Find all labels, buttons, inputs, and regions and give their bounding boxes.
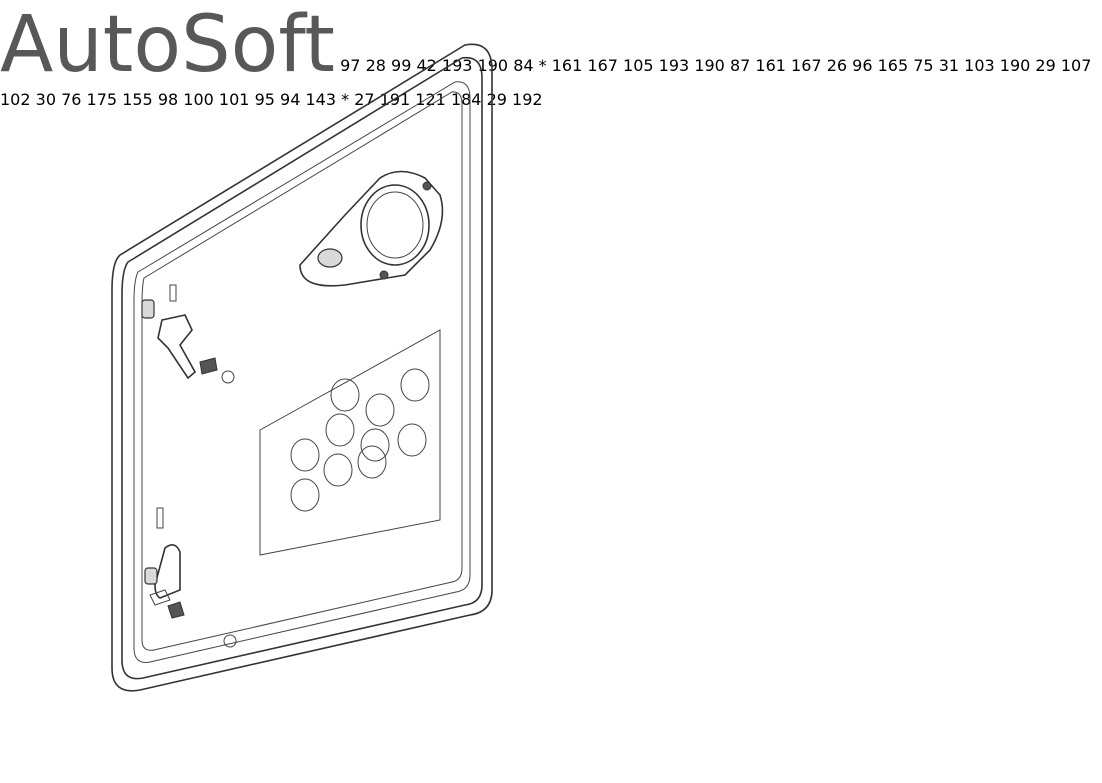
callout-42: 42 xyxy=(416,56,437,75)
callout-29-top: 29 xyxy=(1035,56,1056,75)
callout-asterisk-right: * xyxy=(341,90,350,109)
callout-105: 105 xyxy=(623,56,654,75)
callout-84: 84 xyxy=(513,56,534,75)
callout-107: 107 xyxy=(1060,56,1092,75)
callout-143: 143 xyxy=(305,90,337,109)
callout-167-top: 167 xyxy=(587,56,618,75)
callout-184: 184 xyxy=(450,90,482,109)
callout-190-bottom: 190 xyxy=(694,56,725,75)
callout-167-bottom: 167 xyxy=(791,56,822,75)
watermark: AutoSoft xyxy=(0,0,336,90)
callout-103: 103 xyxy=(964,56,995,75)
callout-100: 100 xyxy=(183,90,214,109)
upper-latch xyxy=(141,284,235,384)
callout-99: 99 xyxy=(391,56,412,75)
callout-101: 101 xyxy=(218,90,250,109)
callout-28: 28 xyxy=(365,56,386,75)
callout-96: 96 xyxy=(852,56,873,75)
callout-87: 87 xyxy=(729,56,751,75)
door-panel xyxy=(111,43,493,692)
callout-95: 95 xyxy=(254,90,275,109)
callout-165: 165 xyxy=(877,56,909,75)
callout-102: 102 xyxy=(0,90,31,109)
callout-94: 94 xyxy=(280,90,301,109)
callout-75: 75 xyxy=(913,56,934,75)
callout-76: 76 xyxy=(61,90,82,109)
callout-26: 26 xyxy=(826,56,848,75)
callout-121: 121 xyxy=(415,90,446,109)
callout-161-bottom: 161 xyxy=(755,56,786,75)
callout-175: 175 xyxy=(86,90,118,109)
louvre-plate xyxy=(259,329,441,556)
callout-193-bottom: 193 xyxy=(658,56,690,75)
callout-asterisk-left: * xyxy=(538,56,547,75)
callout-190-right: 190 xyxy=(999,56,1031,75)
callout-31: 31 xyxy=(938,56,960,75)
door-boss xyxy=(299,170,444,287)
callout-190-top: 190 xyxy=(477,56,509,75)
callout-97: 97 xyxy=(340,56,361,75)
callout-98: 98 xyxy=(157,90,179,109)
callout-labels: 97 28 99 42 193 190 84 * 161 167 105 193… xyxy=(0,56,1091,109)
callout-192: 192 xyxy=(512,90,543,109)
callout-161-top: 161 xyxy=(551,56,583,75)
lower-latch xyxy=(144,507,237,648)
callout-193-top: 193 xyxy=(441,56,473,75)
callout-27: 27 xyxy=(354,90,375,109)
callout-155: 155 xyxy=(122,90,153,109)
callout-30: 30 xyxy=(35,90,56,109)
